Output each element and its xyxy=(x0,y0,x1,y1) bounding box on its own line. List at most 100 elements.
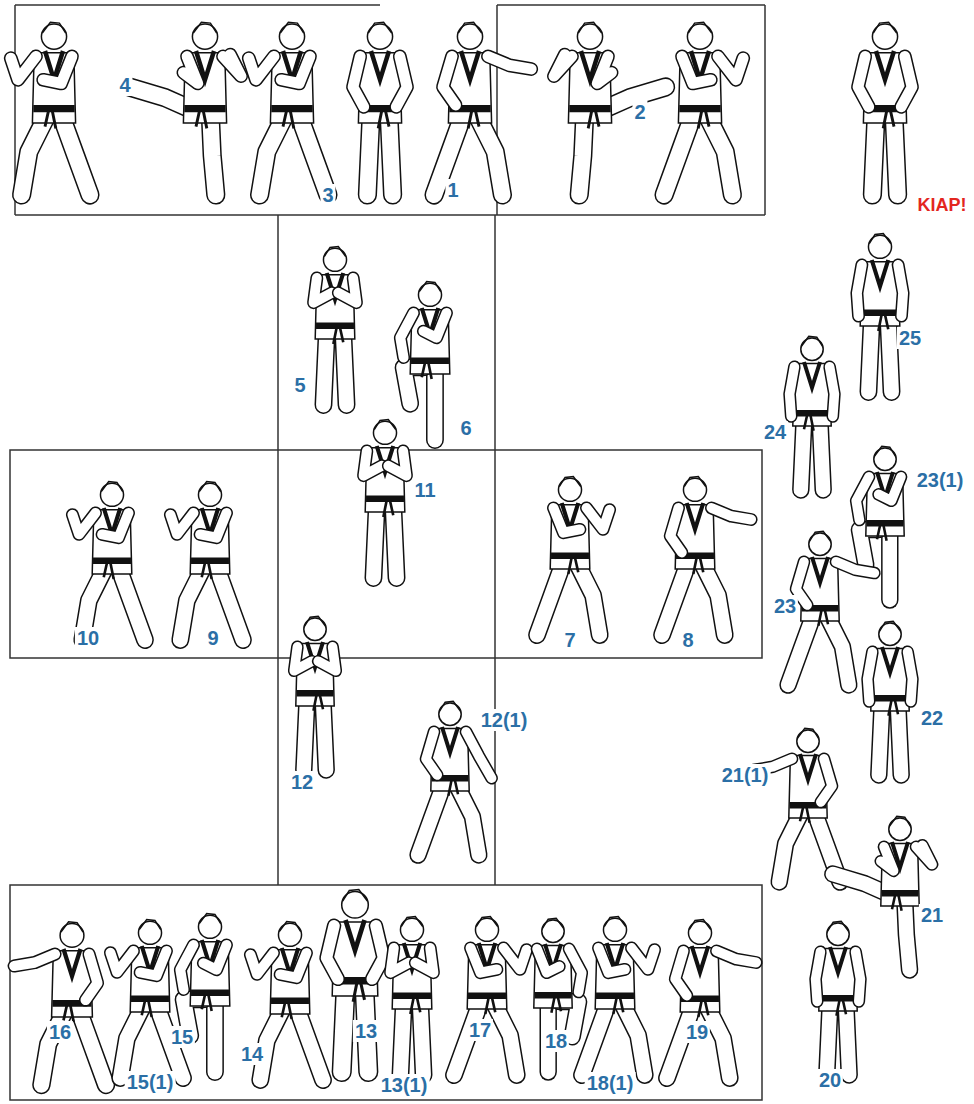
figure-leg xyxy=(872,116,876,195)
practitioner-figure xyxy=(294,616,336,770)
practitioner-figure xyxy=(72,482,145,640)
figure-belt xyxy=(271,998,309,1005)
callout-number: 15(1) xyxy=(125,1071,176,1093)
figure-arm xyxy=(881,847,894,871)
figure-leg xyxy=(400,1002,403,1075)
figure-arm xyxy=(857,265,862,316)
figure-arm xyxy=(554,508,580,533)
figure-leg xyxy=(389,116,393,195)
figure-hair xyxy=(869,234,890,244)
practitioner-figure xyxy=(582,917,655,1075)
callout-number: 23(1) xyxy=(915,469,966,491)
figure-arm xyxy=(281,56,310,83)
figure-arm xyxy=(816,952,821,1002)
figure-leg xyxy=(664,116,693,195)
figure-arm xyxy=(140,951,166,976)
figure-leg xyxy=(393,505,396,578)
figure-belt xyxy=(568,557,578,574)
figure-leg xyxy=(494,1002,517,1075)
practitioner-figure xyxy=(537,477,610,635)
figure-belt xyxy=(804,415,814,431)
callout-number: 4 xyxy=(117,74,132,96)
figure-hair xyxy=(689,920,710,930)
figure-leg xyxy=(208,999,223,1072)
figure-belt xyxy=(535,992,572,998)
figure-arm xyxy=(790,367,795,417)
callout-number: 2 xyxy=(632,101,647,123)
figure-belt xyxy=(271,105,312,112)
figure-belt xyxy=(297,690,334,696)
figure-leg xyxy=(868,319,871,392)
figure-leg xyxy=(898,705,901,775)
figure-arm xyxy=(597,56,611,83)
figure-leg xyxy=(622,1002,645,1075)
figure-belt xyxy=(882,890,919,896)
figure-leg xyxy=(879,705,882,775)
figure-arm xyxy=(856,952,861,1002)
figure-leg xyxy=(898,705,901,775)
figure-leg xyxy=(420,1002,423,1075)
figure-leg xyxy=(418,785,444,855)
figure-arm xyxy=(388,451,406,476)
figure-belt xyxy=(313,695,323,711)
figure-leg xyxy=(702,562,725,635)
figure-collar xyxy=(876,51,894,80)
figure-belt xyxy=(883,110,894,128)
callout-number: 10 xyxy=(75,627,101,649)
figure-leg xyxy=(846,1005,849,1075)
figure-arm xyxy=(504,948,527,969)
figure-leg xyxy=(260,116,285,195)
figure-arm xyxy=(396,56,407,106)
practitioner-figure xyxy=(314,247,357,405)
figure-hair xyxy=(802,336,823,346)
figure-leg xyxy=(373,505,376,578)
figure-arm xyxy=(364,451,382,476)
figure-belt xyxy=(64,1005,74,1022)
figure-leg xyxy=(342,988,346,1072)
figure-belt xyxy=(569,105,610,112)
figure-leg xyxy=(879,705,882,775)
figure-belt xyxy=(551,553,589,560)
practitioner-figure xyxy=(129,22,241,195)
figure-leg xyxy=(779,812,801,882)
figure-arm xyxy=(717,951,757,963)
figure-arm xyxy=(14,954,55,966)
figure-belt xyxy=(485,997,495,1014)
figure-arm xyxy=(675,951,687,996)
figure-hair xyxy=(440,701,461,711)
practitioner-figure xyxy=(180,914,230,1072)
figure-leg xyxy=(905,900,910,970)
figure-collar xyxy=(812,557,828,583)
figure-arm xyxy=(11,56,36,79)
practitioner-figure xyxy=(868,621,913,775)
callout-number: 6 xyxy=(458,417,473,439)
figure-arm xyxy=(338,278,356,303)
figure-arm xyxy=(200,513,226,538)
figure-belt xyxy=(698,1000,708,1017)
figure-leg xyxy=(881,530,898,600)
figure-arm xyxy=(718,56,743,79)
kiap-shout: KIAP! xyxy=(916,195,969,215)
figure-leg xyxy=(180,567,203,640)
figure-leg xyxy=(22,116,47,195)
figure-arm xyxy=(569,949,582,992)
callout-number: 7 xyxy=(562,629,577,651)
figure-leg xyxy=(779,812,801,882)
figure-collar xyxy=(830,947,846,973)
figure-arm xyxy=(11,56,36,79)
figure-arm xyxy=(372,926,383,979)
callout-number: 13(1) xyxy=(379,1074,430,1096)
figure-leg xyxy=(788,615,814,685)
figure-arm xyxy=(830,367,835,417)
callout-number: 14 xyxy=(239,1043,265,1065)
figure-hair xyxy=(458,22,481,33)
figure-leg xyxy=(343,332,346,405)
figure-arm xyxy=(86,954,98,1000)
figure-belt xyxy=(468,110,479,128)
figure-leg xyxy=(494,1002,517,1075)
figure-arm xyxy=(391,948,409,973)
figure-leg xyxy=(79,1010,106,1085)
practitioner-figure xyxy=(534,918,582,1072)
figure-leg xyxy=(622,1002,645,1075)
figure-arm xyxy=(879,477,901,501)
